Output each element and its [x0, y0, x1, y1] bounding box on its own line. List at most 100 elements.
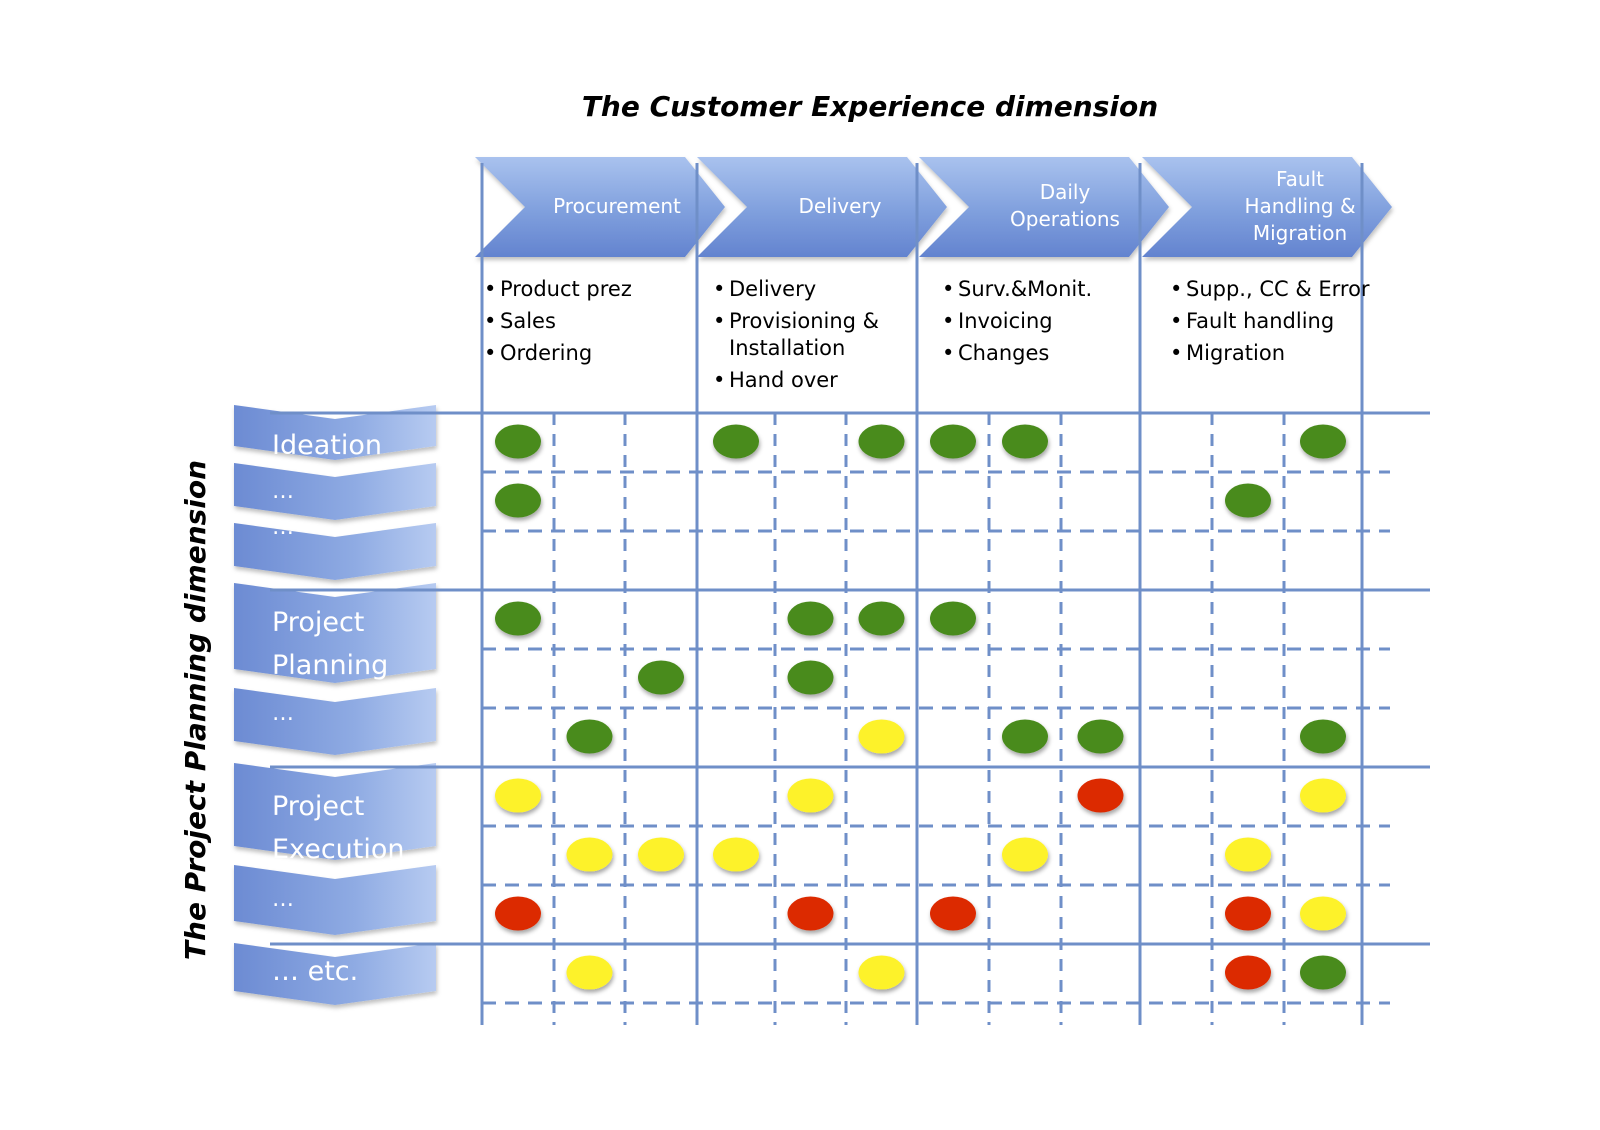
status-dot-green: [1300, 719, 1346, 754]
status-dot-green: [1300, 424, 1346, 459]
phase-label-line: Handling &: [1244, 194, 1356, 218]
phase-chevron: [1142, 157, 1392, 257]
row-chevrons: [234, 405, 436, 1005]
status-dot-green: [1002, 719, 1048, 754]
stage-chevron: [234, 688, 436, 755]
status-dot-red: [930, 896, 976, 931]
activity-item: Ordering: [484, 340, 704, 367]
stage-chevron: [234, 583, 436, 683]
row-label-ideation: Ideation: [272, 430, 382, 461]
status-dot-green: [787, 601, 834, 636]
row-label-line: Planning: [272, 650, 389, 681]
activity-line: Invoicing: [958, 309, 1053, 333]
activity-item: Provisioning & Installation: [713, 308, 933, 362]
activity-line: Supp., CC & Error: [1186, 277, 1370, 301]
phase-chevron: [697, 157, 947, 257]
procurement-activities: Product prez Sales Ordering: [484, 276, 704, 372]
activity-line: Changes: [958, 341, 1050, 365]
stage-chevron: [234, 943, 436, 1005]
phase-label-line: Operations: [1010, 207, 1120, 231]
project-planning-title: The Project Planning dimension: [179, 459, 212, 961]
status-dot-yellow: [713, 837, 759, 872]
stage-chevron: [234, 865, 436, 935]
row-label-ellipsis: …: [272, 479, 294, 504]
stage-chevron: [234, 523, 436, 580]
status-dot-yellow: [1300, 896, 1346, 931]
activity-line: Fault handling: [1186, 309, 1335, 333]
stage-chevron: [234, 763, 436, 860]
status-dot-green: [858, 424, 905, 459]
status-dot-yellow: [566, 955, 613, 990]
status-dot-green: [1077, 719, 1124, 754]
activity-item: Product prez: [484, 276, 704, 303]
activity-line: Sales: [500, 309, 556, 333]
row-label-ellipsis: …: [272, 887, 294, 912]
activity-item: Delivery: [713, 276, 933, 303]
activity-item: Surv.&Monit.: [942, 276, 1162, 303]
phase-chevron: [475, 157, 725, 257]
row-label-ellipsis: …: [272, 701, 294, 726]
status-dot-yellow: [858, 719, 905, 754]
delivery-activities: Delivery Provisioning & Installation Hand…: [713, 276, 933, 399]
customer-experience-title: The Customer Experience dimension: [581, 90, 1159, 123]
activity-item: Changes: [942, 340, 1162, 367]
status-dot-green: [495, 483, 541, 518]
stage-chevron: [234, 405, 436, 460]
status-dot-green: [566, 719, 613, 754]
status-dot-green: [1300, 955, 1346, 990]
status-dot-red: [495, 896, 541, 931]
phase-label-line: Fault: [1276, 167, 1324, 191]
status-dot-yellow: [495, 778, 541, 813]
row-label-etc: … etc.: [272, 956, 359, 987]
status-dot-green: [930, 424, 976, 459]
status-dot-red: [787, 896, 834, 931]
activity-line: Surv.&Monit.: [958, 277, 1093, 301]
activity-line: Product prez: [500, 277, 632, 301]
status-dot-red: [1077, 778, 1124, 813]
phase-label-line: Procurement: [553, 194, 681, 218]
phase-label-procurement: Procurement: [522, 193, 712, 220]
status-dot-red: [1225, 896, 1271, 931]
activity-item: Invoicing: [942, 308, 1162, 335]
activity-line: Provisioning &: [729, 309, 880, 333]
status-dots: [495, 424, 1346, 990]
activity-item: Sales: [484, 308, 704, 335]
activity-line: Hand over: [729, 368, 838, 392]
fault-handling-activities: Supp., CC & Error Fault handling Migrati…: [1170, 276, 1400, 372]
status-dot-yellow: [566, 837, 613, 872]
phase-chevrons: [475, 157, 1392, 257]
activity-item: Migration: [1170, 340, 1400, 367]
phase-label-line: Migration: [1252, 221, 1348, 245]
row-label-ellipsis: …: [272, 515, 294, 540]
status-dot-yellow: [638, 837, 684, 872]
activity-line: Migration: [1186, 341, 1286, 365]
activity-line: Installation: [729, 336, 846, 360]
row-label-project-planning: Project Planning: [272, 601, 388, 687]
status-dot-yellow: [1002, 837, 1048, 872]
status-dot-yellow: [1225, 837, 1271, 872]
status-dot-yellow: [1300, 778, 1346, 813]
phase-label-delivery: Delivery: [745, 193, 935, 220]
row-label-project-execution: Project Execution: [272, 785, 405, 871]
phase-chevron: [919, 157, 1169, 257]
status-dot-green: [787, 660, 834, 695]
row-label-line: Project: [272, 607, 365, 638]
status-dot-green: [495, 601, 541, 636]
status-dot-green: [713, 424, 759, 459]
daily-operations-activities: Surv.&Monit. Invoicing Changes: [942, 276, 1162, 372]
status-dot-green: [1002, 424, 1048, 459]
status-dot-green: [858, 601, 905, 636]
status-dot-yellow: [787, 778, 834, 813]
status-dot-green: [495, 424, 541, 459]
activity-item: Supp., CC & Error: [1170, 276, 1400, 303]
activity-item: Hand over: [713, 367, 933, 394]
status-dot-green: [638, 660, 684, 695]
status-dot-green: [1225, 483, 1271, 518]
stage-chevron: [234, 463, 436, 520]
row-label-line: Project: [272, 791, 365, 822]
phase-label-daily-operations: Daily Operations: [980, 179, 1150, 233]
status-dot-red: [1225, 955, 1271, 990]
status-dot-green: [930, 601, 976, 636]
phase-label-fault-handling-migration: Fault Handling & Migration: [1210, 166, 1390, 247]
row-label-line: Execution: [272, 834, 405, 865]
